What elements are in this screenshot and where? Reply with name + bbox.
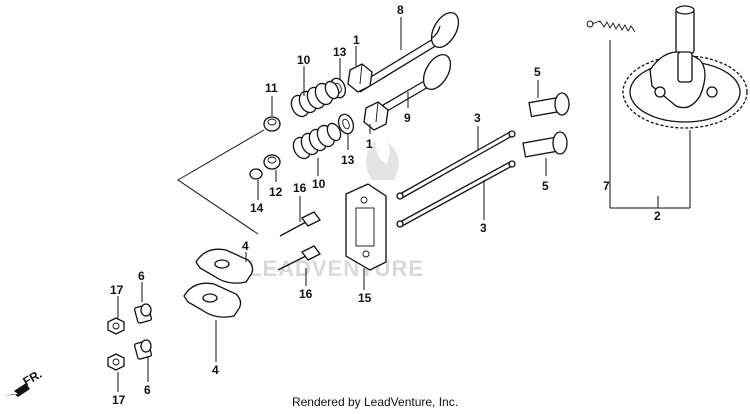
callout-1b: 1 bbox=[366, 137, 373, 151]
callout-13a: 13 bbox=[333, 45, 347, 59]
cap-14[interactable] bbox=[249, 168, 263, 180]
pivot-nut-6a[interactable] bbox=[133, 303, 153, 324]
callout-4a: 4 bbox=[242, 239, 249, 253]
rocker-arm-4b[interactable] bbox=[183, 282, 242, 318]
callout-3b: 3 bbox=[480, 221, 487, 235]
callout-3a: 3 bbox=[474, 111, 481, 125]
callouts: 8 1 13 10 11 9 1 13 10 12 14 3 3 5 5 7 2… bbox=[110, 3, 661, 407]
rocker-arm-4a[interactable] bbox=[195, 248, 254, 284]
camshaft-gear-2[interactable] bbox=[622, 5, 748, 129]
watermark-text: LEADVENTURE bbox=[248, 256, 424, 281]
callout-7: 7 bbox=[603, 179, 610, 193]
tappet-5a[interactable] bbox=[528, 92, 570, 118]
valve-spring-10a[interactable] bbox=[288, 79, 341, 119]
valve-rotator-1b[interactable] bbox=[363, 101, 389, 131]
callout-15: 15 bbox=[358, 291, 372, 305]
spring-7[interactable] bbox=[586, 20, 636, 33]
callout-14: 14 bbox=[250, 201, 264, 215]
callout-17a: 17 bbox=[110, 283, 124, 297]
footer-credit: Rendered by LeadVenture, Inc. bbox=[291, 395, 459, 409]
callout-4b: 4 bbox=[212, 363, 219, 377]
callout-2: 2 bbox=[654, 209, 661, 223]
callout-17b: 17 bbox=[112, 393, 126, 407]
tappet-5b[interactable] bbox=[522, 131, 568, 158]
watermark: LEADVENTURE bbox=[248, 140, 424, 281]
callout-13b: 13 bbox=[341, 153, 355, 167]
push-rod-3b[interactable] bbox=[396, 160, 516, 228]
breather-plate-15[interactable] bbox=[345, 183, 387, 271]
callout-8: 8 bbox=[397, 3, 404, 17]
callout-9: 9 bbox=[404, 111, 411, 125]
push-rod-3a[interactable] bbox=[396, 130, 516, 200]
callout-12: 12 bbox=[269, 185, 283, 199]
lock-nut-17b[interactable] bbox=[107, 353, 125, 371]
leader-lines bbox=[117, 17, 691, 392]
callout-6b: 6 bbox=[144, 383, 151, 397]
callout-11: 11 bbox=[265, 81, 278, 95]
adjusting-bolt-16a[interactable] bbox=[279, 211, 321, 237]
front-arrow-icon bbox=[4, 383, 30, 397]
valve-seal-12[interactable] bbox=[263, 154, 281, 170]
pivot-nut-6b[interactable] bbox=[133, 339, 153, 360]
valve-rotator-1a[interactable] bbox=[347, 63, 373, 93]
adjusting-bolt-16b[interactable] bbox=[277, 245, 321, 271]
callout-10b: 10 bbox=[312, 177, 326, 191]
front-direction-indicator: FR. bbox=[4, 367, 44, 397]
callout-6a: 6 bbox=[138, 269, 145, 283]
intake-valve-9[interactable] bbox=[377, 50, 456, 115]
callout-5a: 5 bbox=[534, 65, 541, 79]
exhaust-valve-8[interactable] bbox=[355, 8, 464, 93]
lock-nut-17a[interactable] bbox=[107, 317, 125, 335]
callout-5b: 5 bbox=[542, 179, 549, 193]
spring-retainer-13b[interactable] bbox=[336, 112, 356, 136]
callout-16b: 16 bbox=[299, 287, 313, 301]
callout-10a: 10 bbox=[297, 53, 311, 67]
valve-seal-11[interactable] bbox=[263, 116, 281, 132]
valve-spring-10b[interactable] bbox=[290, 121, 343, 161]
callout-16a: 16 bbox=[293, 181, 307, 195]
callout-1a: 1 bbox=[353, 33, 360, 47]
